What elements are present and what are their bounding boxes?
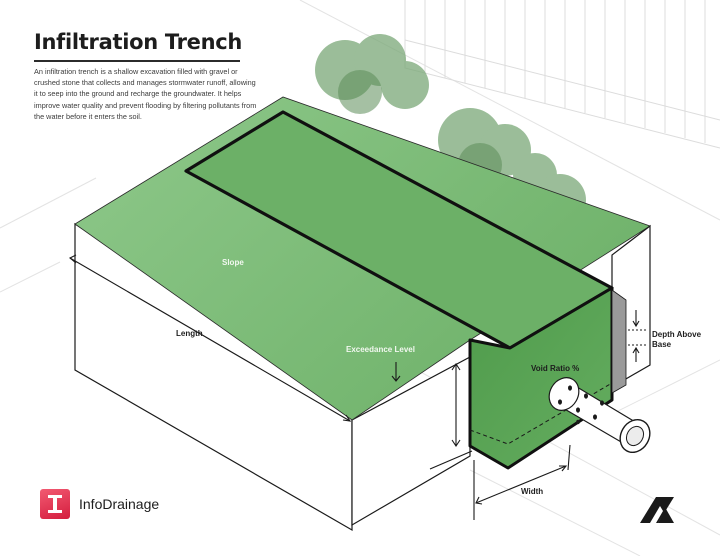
description: An infiltration trench is a shallow exca… <box>34 67 257 121</box>
trench-depth-dimension <box>429 363 473 470</box>
autodesk-logo-icon <box>640 497 674 523</box>
brand-name: InfoDrainage <box>79 496 160 512</box>
infodrainage-logo-icon <box>40 489 70 519</box>
ground-front-face <box>351 355 471 527</box>
perforated-pipe <box>548 377 651 454</box>
width-dimension <box>473 444 571 520</box>
cavity-side <box>611 289 627 394</box>
brand: InfoDrainage <box>40 489 159 519</box>
title-underline <box>34 60 240 62</box>
fence <box>404 0 720 149</box>
length-dimension <box>69 254 352 422</box>
label-depth-above-base: Depth Above Base <box>652 330 702 349</box>
label-width: Width <box>521 487 544 496</box>
label-exceedance-level: Exceedance Level <box>346 345 415 354</box>
label-void-ratio: Void Ratio % <box>531 364 580 373</box>
label-length: Length <box>176 329 203 338</box>
exceedance-marker <box>391 362 401 382</box>
brand-mark-glyph <box>48 495 62 513</box>
label-slope: Slope <box>222 258 244 267</box>
page-title: Infiltration Trench <box>34 30 243 54</box>
depth-above-base-dimension <box>628 310 648 362</box>
